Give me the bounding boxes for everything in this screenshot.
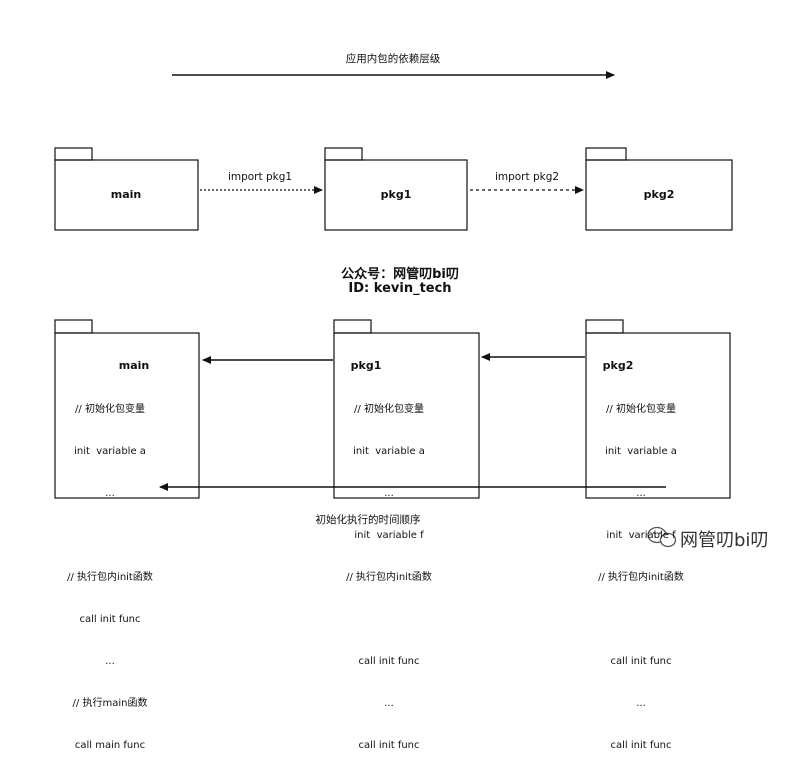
bottom-package-pkg2-label: pkg2 — [602, 359, 634, 372]
dependency-arrow-label: 应用内包的依赖层级 — [345, 53, 441, 65]
code-line: // 初始化包变量 — [354, 404, 424, 415]
bottom-package-pkg1-label: pkg1 — [350, 359, 382, 372]
code-line: // 初始化包变量 — [75, 404, 145, 415]
diagram-canvas — [54, 71, 733, 548]
code-line: ... — [105, 656, 115, 667]
code-line: // 执行包内init函数 — [346, 572, 432, 583]
import-pkg1-label: import pkg1 — [227, 171, 293, 183]
code-line: init variable a — [353, 446, 425, 457]
account-title: 公众号：网管叨bi叨 — [341, 267, 459, 282]
bottom-package-main — [54, 319, 200, 499]
pkg1-code-block: // 初始化包变量 init variable a ... init varia… — [334, 375, 444, 767]
pkg2-code-block: // 初始化包变量 init variable a ... init varia… — [586, 375, 696, 767]
top-package-main-label: main — [110, 188, 142, 201]
watermark-text: 网管叨bi叨 — [680, 530, 769, 551]
top-package-pkg2 — [585, 147, 733, 231]
bottom-package-main-label: main — [118, 359, 150, 372]
code-line: call init func — [358, 740, 420, 751]
code-line: init variable f — [606, 530, 676, 541]
code-line: call init func — [358, 656, 420, 667]
code-line: // 执行包内init函数 — [598, 572, 684, 583]
main-code-block: // 初始化包变量 init variable a ... // 执行包内ini… — [55, 375, 165, 767]
code-line: init variable f — [354, 530, 424, 541]
code-line: init variable a — [605, 446, 677, 457]
code-line: ... — [105, 488, 115, 499]
top-package-pkg2-label: pkg2 — [643, 188, 675, 201]
code-line: ... — [636, 488, 646, 499]
top-package-pkg1-label: pkg1 — [380, 188, 412, 201]
code-line: // 执行main函数 — [72, 698, 148, 709]
code-line: ... — [636, 698, 646, 709]
top-package-main — [54, 147, 199, 231]
bottom-package-pkg1 — [333, 319, 480, 499]
code-line — [334, 613, 444, 627]
time-order-label: 初始化执行的时间顺序 — [315, 514, 421, 526]
code-line: call init func — [610, 656, 672, 667]
code-line: ... — [384, 488, 394, 499]
import-pkg2-label: import pkg2 — [494, 171, 560, 183]
code-line: ... — [384, 698, 394, 709]
code-line: call init func — [79, 614, 141, 625]
account-id: ID: kevin_tech — [348, 281, 452, 296]
wechat-icon — [647, 526, 677, 548]
bottom-package-pkg2 — [585, 319, 731, 499]
code-line — [586, 613, 696, 627]
code-line — [55, 529, 165, 543]
code-line: init variable a — [74, 446, 146, 457]
code-line: call init func — [610, 740, 672, 751]
code-line: // 初始化包变量 — [606, 404, 676, 415]
code-line: call main func — [74, 740, 146, 751]
top-package-pkg1 — [324, 147, 468, 231]
code-line: // 执行包内init函数 — [67, 572, 153, 583]
